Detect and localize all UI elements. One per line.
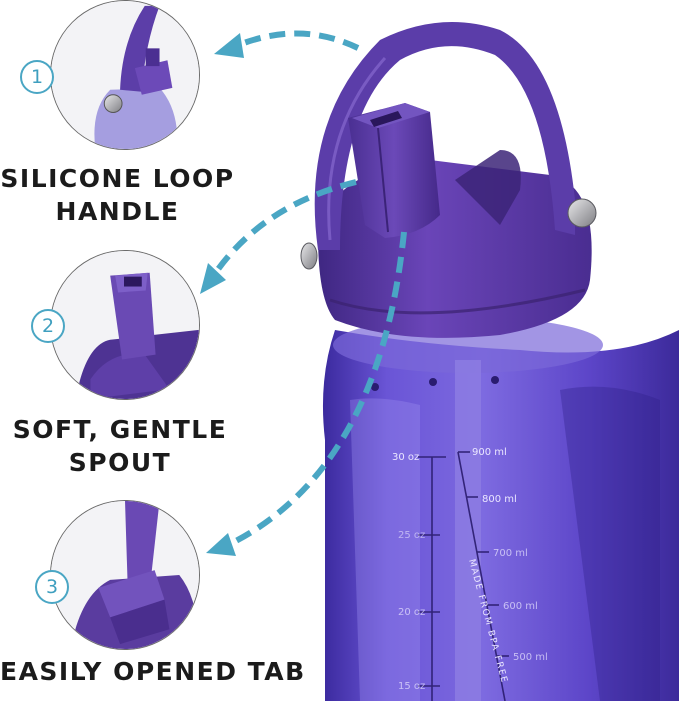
- callout-2-photo: [50, 250, 200, 400]
- callout-2-label: SOFT, GENTLE SPOUT: [0, 413, 240, 479]
- callout-1-photo: [50, 0, 200, 150]
- ml-mark: 800 ml: [482, 494, 517, 505]
- callout-1-number: 1: [20, 60, 54, 94]
- measurement-scale: [418, 451, 509, 701]
- callout-3-number: 3: [35, 570, 69, 604]
- callout-3-label-line1: EASILY OPENED TAB: [0, 657, 306, 686]
- silicone-handle: [314, 22, 575, 250]
- bottle-body: [322, 330, 679, 701]
- callout-2-label-line2: SPOUT: [68, 448, 172, 477]
- ml-mark: 600 ml: [503, 601, 538, 612]
- callout-1-label: SILICONE LOOP HANDLE: [0, 162, 235, 228]
- ml-mark: 700 ml: [493, 548, 528, 559]
- ml-mark: 500 ml: [513, 652, 548, 663]
- callout-3-label: EASILY OPENED TAB: [0, 655, 306, 688]
- callout-2-label-line1: SOFT, GENTLE: [12, 415, 228, 444]
- oz-mark: 30 oz: [392, 452, 419, 463]
- oz-mark: 25 oz: [398, 530, 425, 541]
- oz-mark: 15 oz: [398, 681, 425, 692]
- callout-1-label-line1: SILICONE LOOP: [0, 164, 235, 193]
- spout: [348, 103, 440, 238]
- callout-3-photo: [50, 500, 200, 650]
- ml-mark: 900 ml: [472, 447, 507, 458]
- callout-1-label-line2: HANDLE: [55, 197, 180, 226]
- oz-mark: 20 oz: [398, 607, 425, 618]
- callout-2-number: 2: [31, 309, 65, 343]
